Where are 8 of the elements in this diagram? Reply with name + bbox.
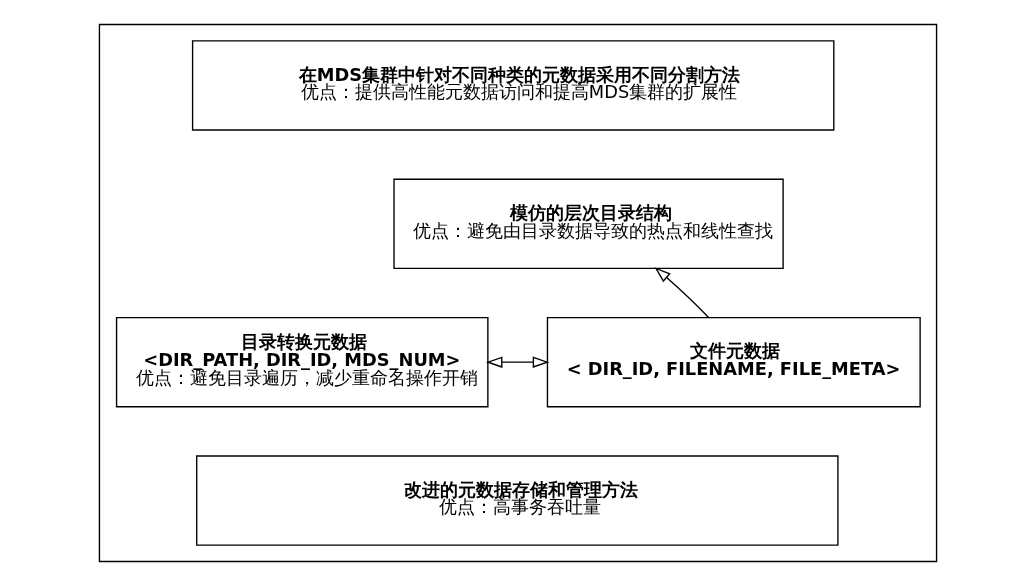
node-box: 改进的元数据存储和管理方法 优点：高事务吞吐量	[195, 455, 839, 546]
node-box: 模仿的层次目录结构 优点：避免由目录数据导致的热点和线性查找	[392, 178, 784, 270]
arrow	[485, 356, 549, 368]
node-box: 文件元数据 < DIR_ID, FILENAME, FILE_META>	[546, 316, 921, 408]
node-box: 在MDS集群中针对不同种类的元数据采用不同分割方法 优点：提供高性能元数据访问和提高MDS集群的扩展性	[191, 40, 834, 131]
cluster	[98, 23, 937, 563]
node-box: 目录转换元数据 <DIR_PATH, DIR_ID, MDS_NUM> 优点：避免目录遍历，减少重命名操作开销	[115, 316, 489, 408]
arrow	[654, 267, 709, 319]
